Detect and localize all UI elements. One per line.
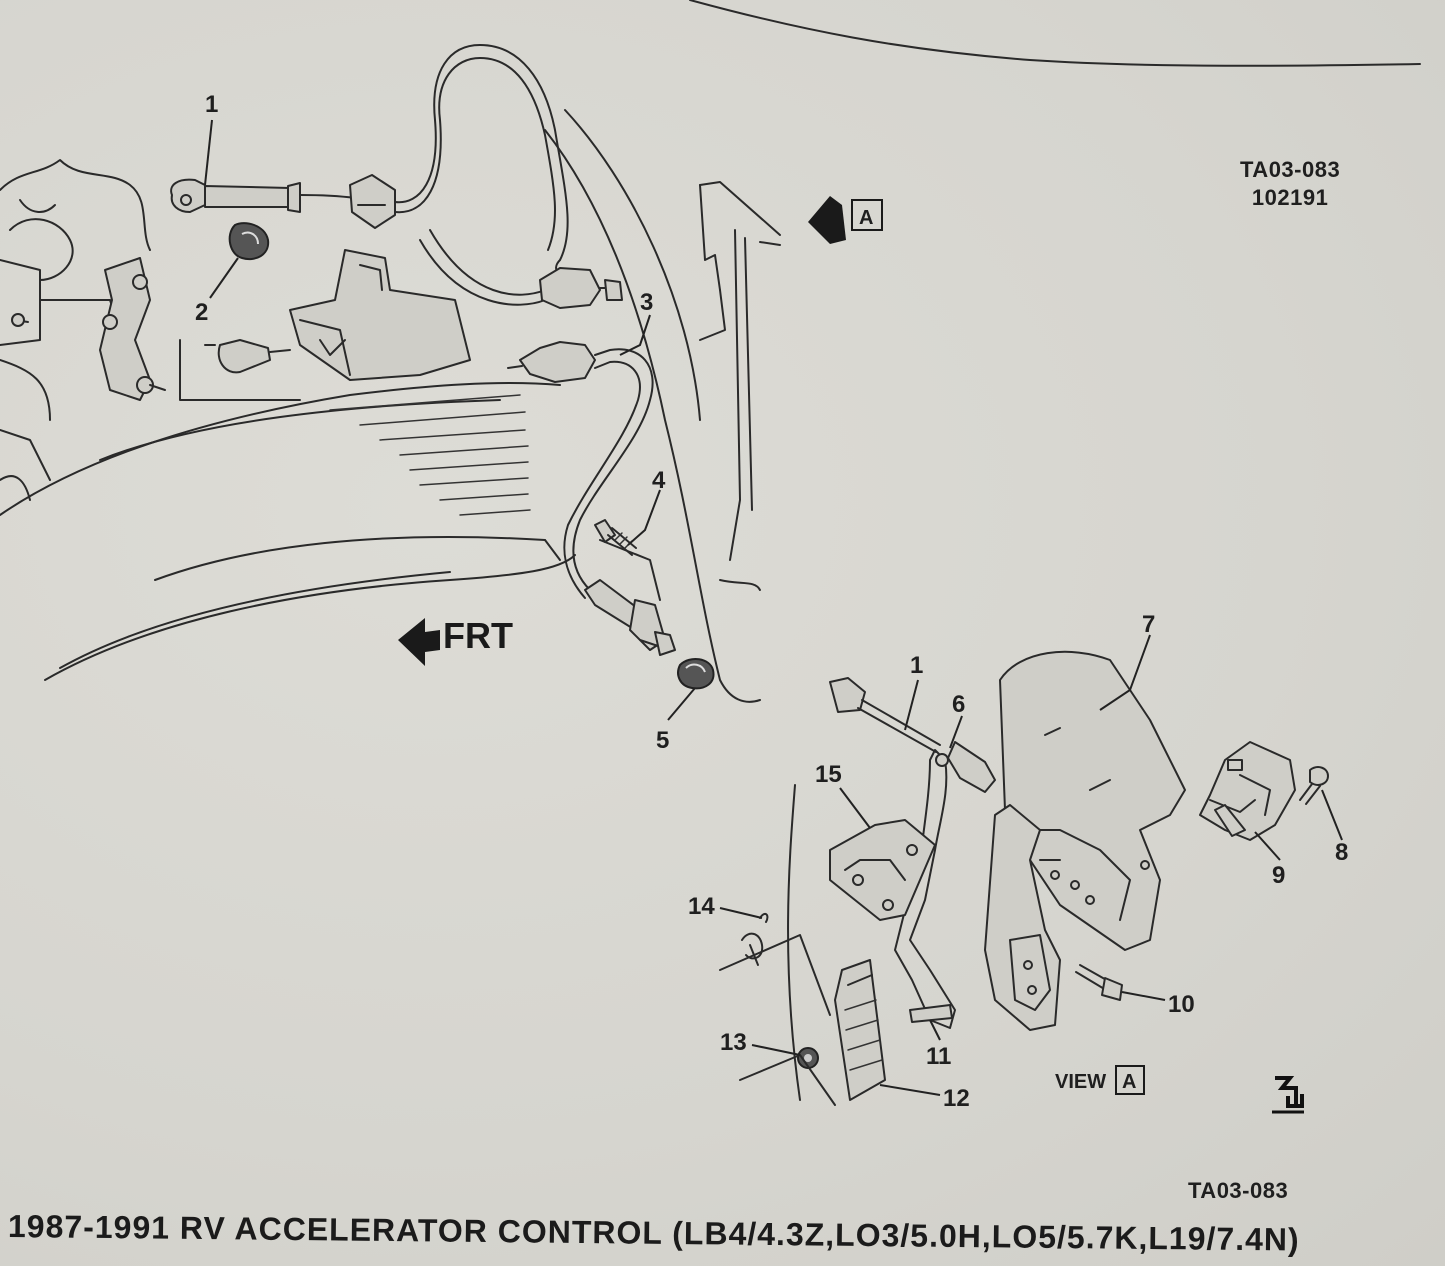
view-a-label: VIEW A (1055, 1065, 1145, 1095)
reference-block-top: TA03-083 102191 (1240, 156, 1340, 212)
callout-7: 7 (1142, 611, 1155, 638)
front-label: FRT (443, 615, 513, 656)
dash-panel (0, 382, 576, 681)
callout-leaders (204, 119, 1343, 1096)
callout-6: 6 (952, 691, 965, 718)
callout-2: 2 (195, 299, 208, 326)
callout-5: 5 (656, 727, 669, 754)
callout-4: 4 (652, 467, 666, 494)
cable-lower-section (507, 341, 676, 656)
reference-code-bottom: TA03-083 (1188, 1178, 1289, 1203)
page-fold-line (689, 0, 1421, 67)
publisher-logo (1272, 1076, 1304, 1114)
view-arrow-letter: A (859, 207, 873, 229)
cable-bracket (179, 249, 471, 401)
callout-1-upper: 1 (205, 91, 218, 118)
front-direction-arrow: FRT (398, 615, 513, 666)
callout-9: 9 (1272, 862, 1285, 889)
callout-10: 10 (1168, 991, 1195, 1018)
pedal-bracket-part-7 (984, 650, 1186, 1031)
callout-15: 15 (815, 761, 842, 788)
view-label-letter: A (1122, 1071, 1136, 1093)
callout-14: 14 (688, 893, 715, 920)
callout-13: 13 (720, 1029, 747, 1056)
reference-date: 102191 (1251, 185, 1329, 210)
pedal-assembly (719, 677, 996, 1106)
engine-throttle-body (0, 159, 166, 501)
callout-12: 12 (943, 1085, 970, 1112)
screw-part-8 (1299, 766, 1329, 805)
view-a-arrow: A (808, 196, 883, 244)
stud-part-4 (594, 519, 637, 556)
firewall-edge (544, 109, 781, 703)
grommet-part-2 (228, 222, 270, 260)
grommet-part-5 (677, 658, 715, 690)
switch-part-9 (1199, 741, 1296, 841)
callout-11: 11 (926, 1043, 951, 1070)
callout-3: 3 (640, 289, 653, 316)
view-label: VIEW (1055, 1071, 1106, 1093)
accelerator-cable (170, 44, 623, 309)
callout-8: 8 (1335, 839, 1348, 866)
callout-numbers: 1 2 3 4 5 1 6 7 8 9 10 11 12 13 14 15 (195, 91, 1348, 1112)
bolt-part-10 (1075, 964, 1123, 1001)
callout-1-lower: 1 (910, 652, 923, 679)
reference-code-top: TA03-083 (1240, 157, 1341, 182)
